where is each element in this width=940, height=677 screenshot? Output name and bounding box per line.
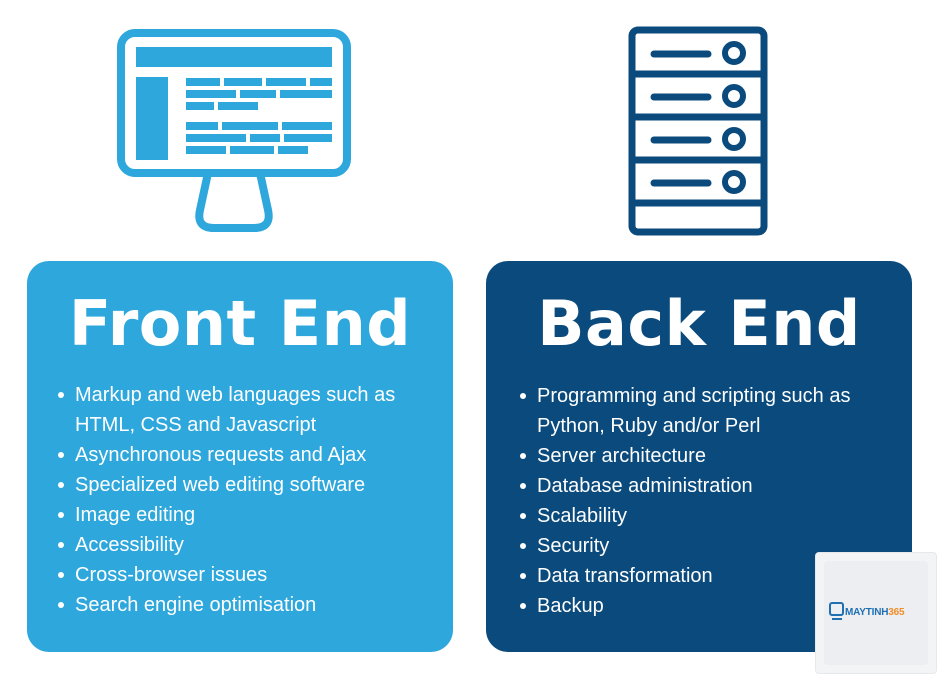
back-end-item: Database administration bbox=[520, 471, 894, 501]
back-end-list: Programming and scripting such as Python,… bbox=[520, 381, 894, 621]
bullet-text: Backup bbox=[537, 595, 604, 617]
front-end-title: Front End bbox=[68, 287, 412, 360]
watermark-brand: MAYTINH365 bbox=[845, 607, 905, 618]
back-end-item: Data transformation bbox=[520, 561, 894, 591]
back-end-item: Scalability bbox=[520, 501, 894, 531]
front-end-item: Specialized web editing software bbox=[58, 470, 435, 500]
bullet-text: Cross-browser issues bbox=[75, 564, 268, 586]
bullet-text: Scalability bbox=[537, 505, 628, 527]
bullet-text: Programming and scripting such as bbox=[537, 385, 851, 407]
front-end-panel: Front End Markup and web languages such … bbox=[27, 261, 453, 652]
back-end-item: Programming and scripting such as Python,… bbox=[520, 381, 894, 441]
watermark-mark-icon bbox=[829, 602, 844, 620]
bullet-text: Data transformation bbox=[537, 565, 713, 587]
back-end-item: Server architecture bbox=[520, 441, 894, 471]
watermark-card bbox=[824, 561, 928, 665]
front-end-item: Accessibility bbox=[58, 530, 435, 560]
bullet-text: Image editing bbox=[75, 504, 196, 526]
bullet-text: HTML, CSS and Javascript bbox=[75, 414, 317, 436]
bullet-text: Server architecture bbox=[537, 445, 706, 467]
front-end-item: Cross-browser issues bbox=[58, 560, 435, 590]
bullet-text: Markup and web languages such as bbox=[75, 384, 396, 406]
front-end-item: Asynchronous requests and Ajax bbox=[58, 440, 435, 470]
front-end-list: Markup and web languages such as HTML, CS… bbox=[58, 380, 435, 620]
bullet-text: Security bbox=[537, 535, 610, 557]
bullet-text: Python, Ruby and/or Perl bbox=[537, 415, 761, 437]
back-end-item: Backup bbox=[520, 591, 894, 621]
back-end-item: Security bbox=[520, 531, 894, 561]
monitor-icon bbox=[116, 28, 352, 234]
front-end-item: Image editing bbox=[58, 500, 435, 530]
bullet-text: Asynchronous requests and Ajax bbox=[75, 444, 367, 466]
bullet-text: Accessibility bbox=[75, 534, 184, 556]
bullet-text: Search engine optimisation bbox=[75, 594, 317, 616]
front-end-item: Search engine optimisation bbox=[58, 590, 435, 620]
front-end-item: Markup and web languages such as HTML, CS… bbox=[58, 380, 435, 440]
bullet-text: Database administration bbox=[537, 475, 753, 497]
back-end-title: Back End bbox=[537, 287, 861, 360]
watermark-logo: MAYTINH365 bbox=[815, 552, 937, 674]
server-icon bbox=[628, 26, 768, 236]
bullet-text: Specialized web editing software bbox=[75, 474, 366, 496]
